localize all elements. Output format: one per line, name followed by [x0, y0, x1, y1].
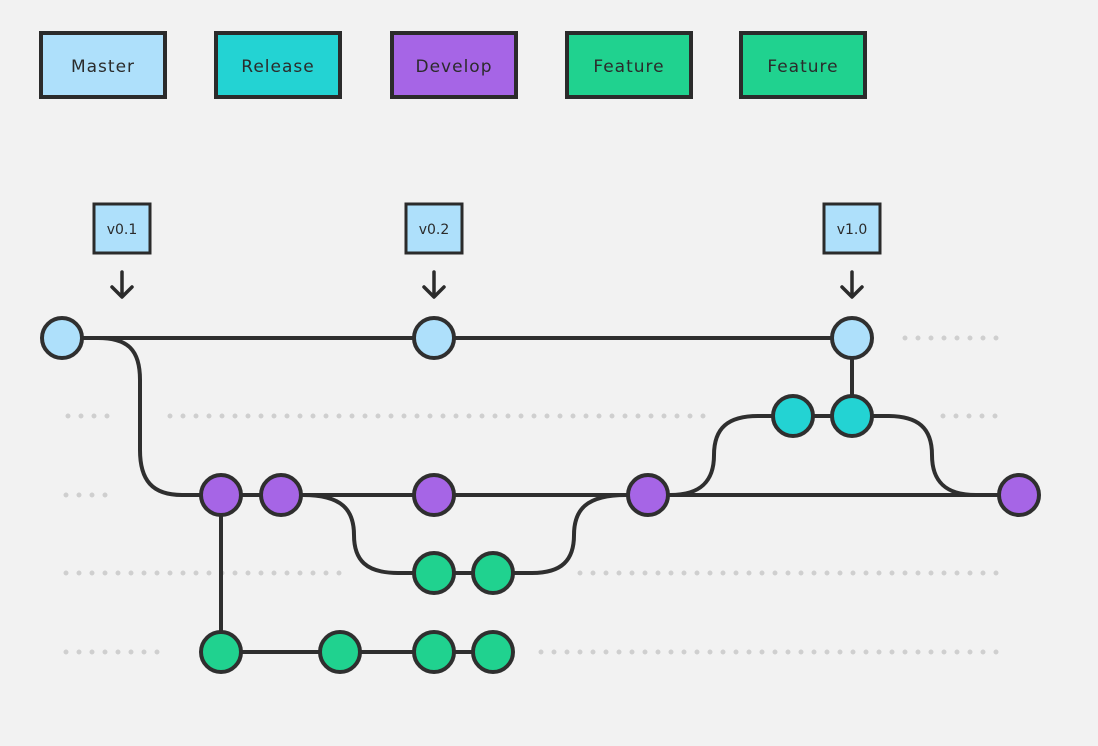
tag-box-v1-0 — [822, 202, 882, 255]
tag-label-v0-2: v0.2 — [419, 222, 450, 238]
legend-swatch-feature-2 — [739, 31, 867, 99]
lane-guides — [63, 335, 1003, 655]
commit-feature-2 — [412, 630, 456, 674]
commit-release — [830, 394, 874, 438]
arrow-down-icon — [110, 270, 134, 299]
commit-feature-2 — [318, 630, 362, 674]
legend-label-develop: Develop — [416, 57, 493, 77]
commit-develop — [199, 473, 243, 517]
tag-box-v0-2 — [404, 202, 464, 255]
arrow-down-icon — [422, 270, 446, 299]
legend: Master Release Develop Feature Feature — [39, 31, 867, 99]
version-tags: v0.1 v0.2 v1.0 — [92, 202, 882, 299]
legend-item-develop: Develop — [390, 31, 518, 99]
commit-feature-1 — [412, 551, 456, 595]
edge-release-to-develop — [850, 414, 1021, 497]
tag-v0-1: v0.1 — [92, 202, 152, 299]
edge-feature-1-to-develop — [491, 493, 628, 575]
commit-feature-2 — [471, 630, 515, 674]
legend-label-release: Release — [241, 57, 314, 77]
legend-label-feature-2: Feature — [767, 57, 838, 77]
legend-swatch-feature-1 — [565, 31, 693, 99]
commit-master — [412, 316, 456, 360]
legend-item-master: Master — [39, 31, 167, 99]
tag-label-v0-1: v0.1 — [107, 222, 138, 238]
legend-swatch-develop — [390, 31, 518, 99]
branch-edges — [60, 336, 1021, 654]
legend-item-feature-1: Feature — [565, 31, 693, 99]
commit-develop — [412, 473, 456, 517]
commit-feature-2 — [199, 630, 243, 674]
edge-develop-to-feature-1 — [301, 493, 495, 575]
commit-master — [40, 316, 84, 360]
edge-master-to-develop — [96, 336, 223, 497]
commit-feature-1 — [471, 551, 515, 595]
commit-develop — [626, 473, 670, 517]
commit-develop — [259, 473, 303, 517]
tag-v0-2: v0.2 — [404, 202, 464, 299]
commit-master — [830, 316, 874, 360]
legend-item-feature-2: Feature — [739, 31, 867, 99]
commit-develop — [997, 473, 1041, 517]
tag-box-v0-1 — [92, 202, 152, 255]
legend-item-release: Release — [214, 31, 342, 99]
tag-label-v1-0: v1.0 — [837, 222, 868, 238]
legend-swatch-master — [39, 31, 167, 99]
legend-label-feature-1: Feature — [593, 57, 664, 77]
legend-swatch-release — [214, 31, 342, 99]
arrow-down-icon — [840, 270, 864, 299]
edge-develop-to-release — [668, 414, 854, 497]
commits — [40, 316, 1041, 674]
legend-label-master: Master — [71, 57, 135, 77]
commit-release — [771, 394, 815, 438]
tag-v1-0: v1.0 — [822, 202, 882, 299]
